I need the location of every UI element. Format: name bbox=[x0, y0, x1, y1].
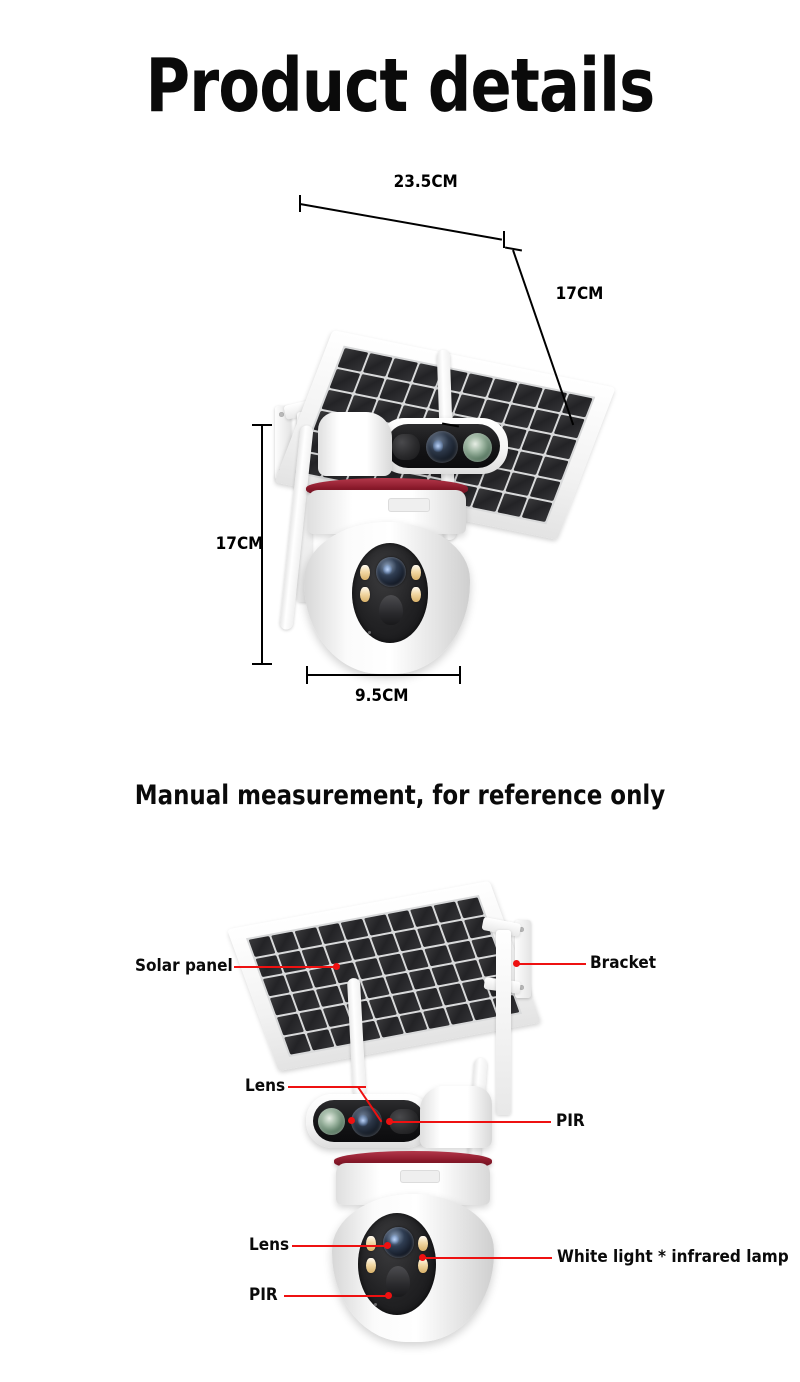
callout-label-bracket: Bracket bbox=[590, 953, 657, 973]
dome-faceplate bbox=[352, 543, 428, 643]
callout-dot-pir-top bbox=[386, 1118, 393, 1125]
callout-label-white-light-infrared-lamp: White light * infrared lamp bbox=[557, 1247, 789, 1267]
callout-dot-bracket bbox=[513, 960, 520, 967]
solar-panel bbox=[227, 880, 541, 1072]
dimensions-diagram: 23.5CM 17CM 17CM 9.5CM bbox=[0, 150, 800, 730]
callout-line-lens-top bbox=[288, 1086, 366, 1088]
dimension-label-camera-height: 17CM bbox=[215, 534, 264, 554]
ir-led-icon bbox=[366, 1258, 376, 1273]
callout-line-bracket bbox=[518, 963, 586, 965]
camera-head-faceplate bbox=[386, 424, 500, 468]
dimension-line-panel-width bbox=[299, 203, 503, 241]
pir-sensor-dome-icon bbox=[386, 1266, 410, 1297]
callout-line-white-light-infrared-lamp bbox=[424, 1257, 552, 1259]
dimension-cap bbox=[459, 666, 461, 684]
dimension-cap bbox=[252, 424, 272, 426]
camera-lens-top-main-icon bbox=[351, 1106, 382, 1137]
callout-line-pir-top bbox=[391, 1121, 551, 1123]
dome-faceplate bbox=[358, 1213, 436, 1315]
callout-line-solar-panel bbox=[234, 966, 336, 968]
dimension-cap bbox=[252, 663, 272, 665]
pir-sensor-top-icon bbox=[392, 434, 420, 460]
camera-lens-top-main-icon bbox=[426, 431, 458, 463]
white-light-led-icon bbox=[418, 1236, 428, 1251]
dimension-line-camera-height bbox=[261, 424, 263, 665]
status-slot bbox=[400, 1170, 440, 1183]
callout-dot-solar-panel bbox=[333, 963, 340, 970]
bracket-screw-icon bbox=[519, 927, 524, 932]
callout-label-lens-bottom: Lens bbox=[249, 1235, 290, 1255]
callout-label-solar-panel: Solar panel bbox=[135, 956, 233, 976]
callout-label-lens-top: Lens bbox=[245, 1076, 286, 1096]
callout-line-pir-bottom bbox=[284, 1295, 388, 1297]
dimension-cap bbox=[306, 666, 308, 684]
camera-yoke bbox=[318, 412, 392, 476]
ir-led-icon bbox=[411, 565, 421, 580]
pir-sensor-dome-icon bbox=[379, 595, 403, 625]
callout-dot-pir-bottom bbox=[385, 1292, 392, 1299]
microphone-icon bbox=[368, 631, 371, 634]
microphone-icon bbox=[374, 1303, 377, 1306]
callout-line-lens-bottom bbox=[292, 1245, 387, 1247]
camera-lens-top-secondary-icon bbox=[318, 1108, 345, 1135]
callout-dot-lens-bottom bbox=[384, 1242, 391, 1249]
dimension-cap bbox=[503, 231, 505, 248]
dimension-cap bbox=[299, 195, 301, 212]
page-title: Product details bbox=[145, 43, 656, 129]
camera-head-bar bbox=[306, 1094, 432, 1148]
callout-dot-white-light-infrared-lamp bbox=[419, 1254, 426, 1261]
parts-callout-diagram: Solar panel Bracket Lens PIR Lens PIR Wh… bbox=[0, 880, 800, 1382]
bracket-screw-icon bbox=[519, 985, 524, 990]
camera-lens-top-secondary-icon bbox=[463, 433, 492, 462]
bracket-screw-icon bbox=[279, 412, 284, 417]
callout-dot-lens-top bbox=[348, 1117, 355, 1124]
dimension-label-camera-width: 9.5CM bbox=[354, 686, 409, 706]
ir-led-icon bbox=[360, 565, 370, 580]
dimension-line-camera-width bbox=[306, 674, 461, 676]
section-caption: Manual measurement, for reference only bbox=[134, 780, 666, 811]
camera-lens-dome-icon bbox=[376, 557, 406, 587]
dimension-label-panel-width: 23.5CM bbox=[393, 172, 458, 192]
ir-led-icon bbox=[360, 587, 370, 602]
callout-label-pir-top: PIR bbox=[556, 1111, 585, 1131]
dimension-label-panel-depth: 17CM bbox=[555, 284, 604, 304]
status-slot bbox=[388, 498, 430, 512]
callout-label-pir-bottom: PIR bbox=[249, 1285, 278, 1305]
wall-bracket-post bbox=[496, 930, 511, 1115]
wall-bracket-plate bbox=[515, 920, 531, 998]
camera-yoke bbox=[420, 1086, 492, 1148]
ir-led-icon bbox=[411, 587, 421, 602]
ir-led-icon bbox=[418, 1258, 428, 1273]
ir-led-icon bbox=[366, 1236, 376, 1251]
camera-head-bar bbox=[378, 418, 508, 474]
camera-head-faceplate bbox=[313, 1100, 425, 1142]
